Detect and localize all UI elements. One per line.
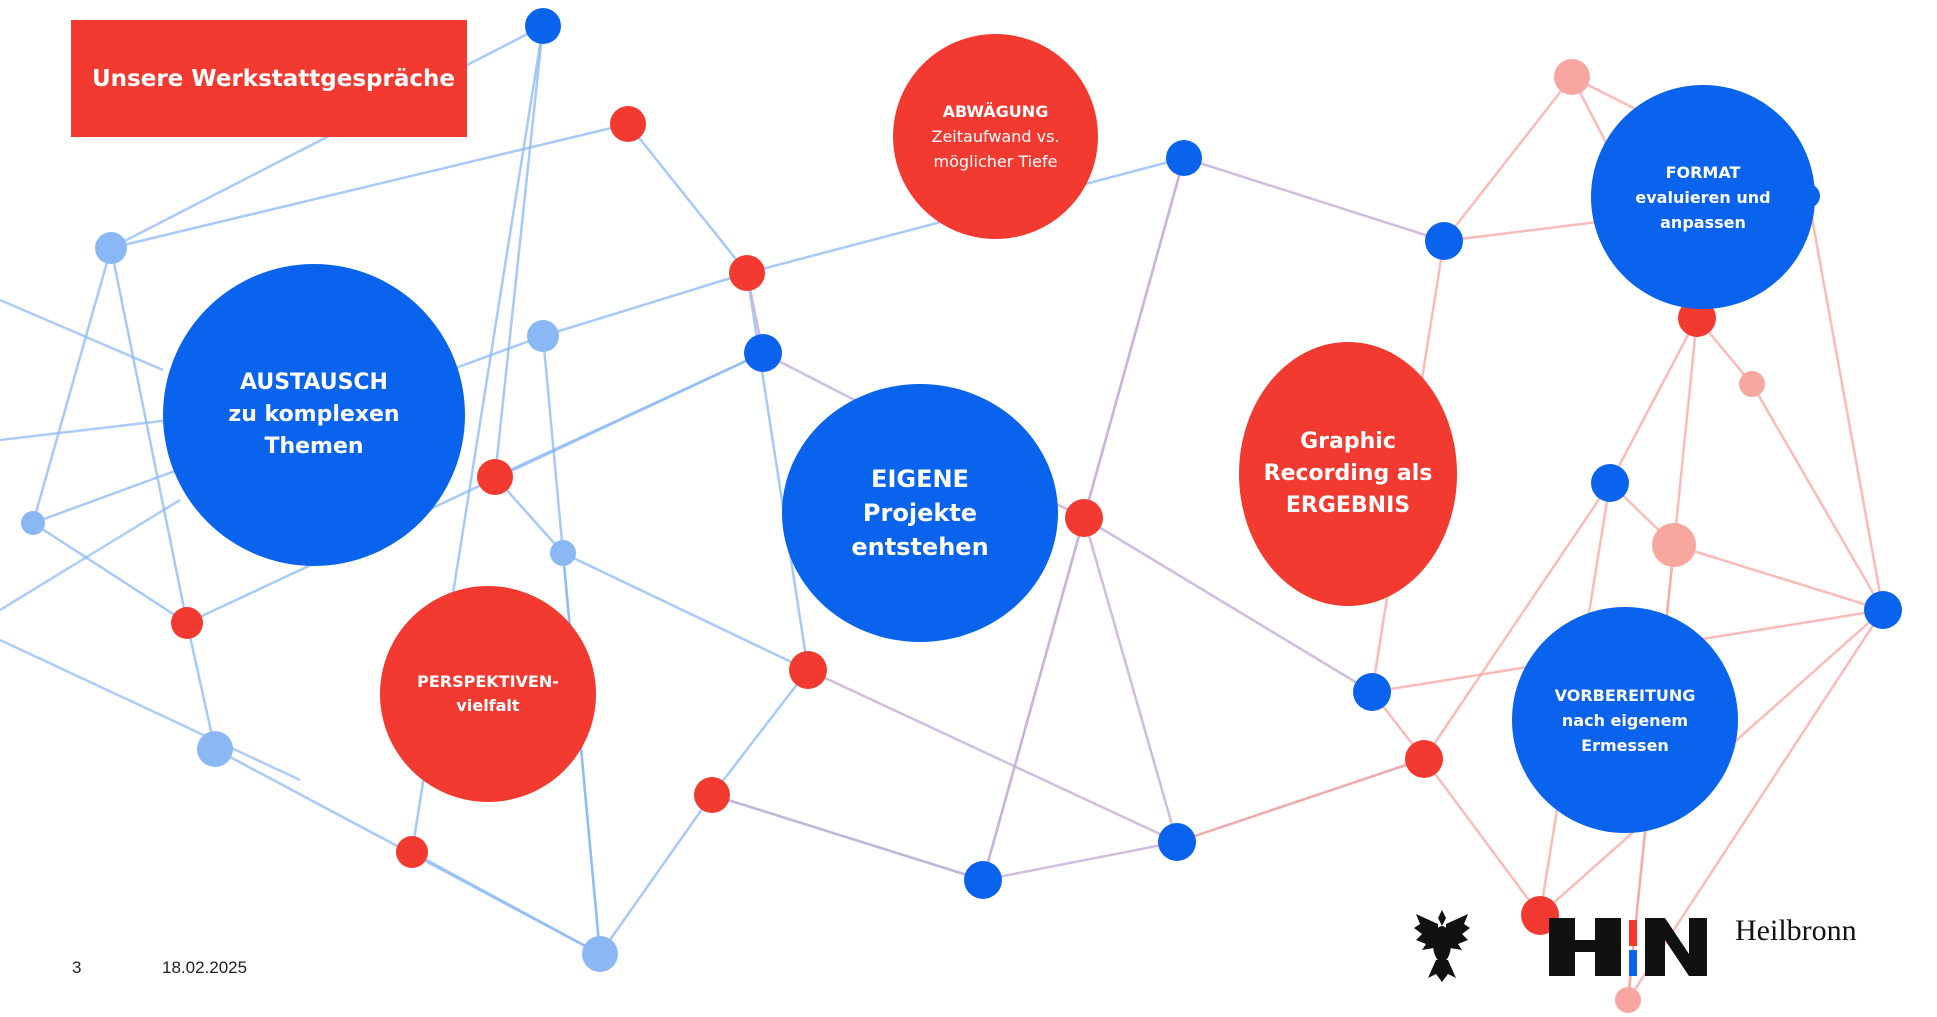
network-edge [185, 622, 217, 750]
network-node [477, 459, 513, 495]
network-edge [110, 24, 544, 250]
network-node [1739, 371, 1765, 397]
network-node [610, 106, 646, 142]
network-node [1591, 464, 1629, 502]
network-edge [807, 668, 1178, 844]
network-node [527, 320, 559, 352]
network-edge [1082, 157, 1186, 519]
network-edge [598, 794, 714, 955]
network-node [1405, 740, 1443, 778]
network-node [21, 511, 45, 535]
network-node [744, 334, 782, 372]
network-node [197, 731, 233, 767]
bubble-abwaegung: ABWÄGUNG Zeitaufwand vs. möglicher Tiefe [893, 34, 1098, 239]
network-edge [493, 25, 545, 478]
network-edge [627, 123, 748, 274]
network-edge [109, 247, 189, 624]
network-node [582, 936, 618, 972]
bubble-vorbereitung: VORBEREITUNG nach eigenem Ermessen [1512, 607, 1738, 833]
network-edge [711, 669, 809, 796]
network-node [550, 540, 576, 566]
network-edge [981, 517, 1086, 881]
network-edge [1422, 758, 1542, 916]
network-edge [1443, 76, 1573, 242]
network-edge [1083, 516, 1373, 694]
network-edge [1673, 543, 1884, 612]
network-edge [1806, 195, 1885, 611]
network-edge [1082, 517, 1179, 843]
bubble-austausch: AUSTAUSCH zu komplexen Themen [163, 264, 465, 566]
network-edge [1183, 156, 1445, 243]
bubble-format: FORMAT evaluieren und anpassen [1591, 85, 1815, 309]
network-node [525, 8, 561, 44]
slide-title: Unsere Werkstattgespräche [92, 65, 455, 92]
network-edge [32, 521, 188, 625]
network-node [1425, 222, 1463, 260]
hn-logo-icon [1549, 918, 1707, 976]
network-node [1652, 523, 1696, 567]
page-number: 3 [72, 958, 82, 977]
logo-wordmark: Heilbronn [1735, 914, 1857, 947]
network-edge [0, 298, 164, 372]
network-edge [0, 638, 301, 782]
network-edge [110, 122, 629, 250]
network-node [1554, 59, 1590, 95]
network-edge [982, 840, 1178, 882]
slide-date: 18.02.2025 [162, 958, 248, 977]
network-edge [186, 351, 764, 625]
network-edge [1750, 383, 1885, 611]
network-node [1065, 499, 1103, 537]
network-node [694, 777, 730, 813]
network-edge [561, 552, 602, 955]
network-edge [31, 247, 113, 524]
network-edge [0, 498, 181, 612]
network-edge [542, 271, 748, 338]
network-node [95, 232, 127, 264]
network-node [1615, 987, 1641, 1013]
network-edge [562, 551, 809, 672]
network-edge [411, 850, 601, 956]
network-edge [1176, 757, 1425, 844]
network-node [396, 836, 428, 868]
network-edge [1608, 317, 1699, 484]
network-edge [1422, 482, 1612, 760]
network-edge [0, 418, 171, 442]
slide-title-box: Unsere Werkstattgespräche [71, 20, 467, 137]
network-node [1166, 140, 1202, 176]
network-node [1158, 823, 1196, 861]
network-node [1353, 673, 1391, 711]
heilbronn-logo: Heilbronn [1412, 900, 1882, 990]
network-node [789, 651, 827, 689]
network-node [171, 607, 203, 639]
network-edge [711, 793, 984, 882]
bubble-perspektiven: PERSPEKTIVEN- vielfalt [380, 586, 596, 802]
bubble-graphic-recording: Graphic Recording als ERGEBNIS [1239, 342, 1457, 606]
network-node [1864, 591, 1902, 629]
eagle-icon [1414, 910, 1470, 982]
network-node [964, 861, 1002, 899]
bubble-eigene: EIGENE Projekte entstehen [782, 384, 1058, 642]
network-node [729, 255, 765, 291]
